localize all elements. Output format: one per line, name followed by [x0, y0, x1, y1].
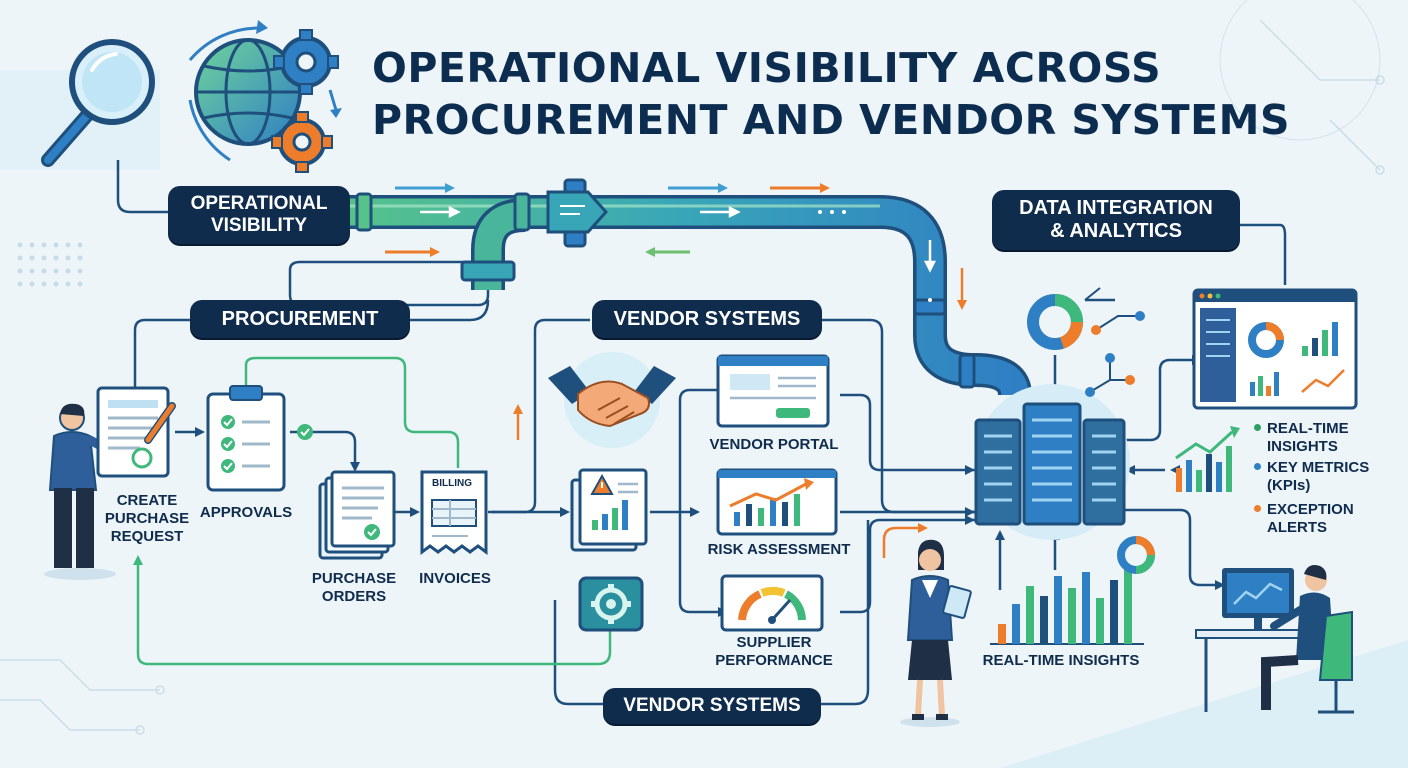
approvals-label: APPROVALS [199, 504, 293, 521]
supplier-performance-line-1: SUPPLIER [736, 634, 812, 651]
legend-dot-orange [1254, 504, 1261, 512]
invoice-billing-icon [420, 470, 488, 555]
vendor-systems-badge-bottom: VENDOR SYSTEMS [603, 688, 821, 724]
data-pipeline [345, 178, 1032, 397]
legend-dot-green [1254, 423, 1261, 431]
create-request-line-1: CREATE [116, 492, 178, 509]
real-time-bar-chart-icon [990, 566, 1144, 645]
legend-key-metrics-line-1: KEY METRICS [1267, 459, 1370, 476]
small-donut-icon [1117, 536, 1155, 574]
purchase-orders-icon [318, 470, 396, 560]
vendor-portal-label: VENDOR PORTAL [709, 436, 839, 453]
magnifier-icon [41, 39, 155, 167]
legend-dot-blue [1254, 462, 1261, 470]
globe-gears-icon [188, 20, 342, 173]
title-line-1: OPERATIONAL VISIBILITY ACROSS [372, 44, 1162, 92]
handshake-icon [548, 352, 676, 448]
settings-gear-icon [578, 576, 644, 632]
operational-visibility-line-1: OPERATIONAL [190, 193, 328, 215]
create-request-label: CREATE PURCHASE REQUEST [92, 492, 202, 546]
person-analyst [900, 539, 972, 727]
approvals-clipboard-icon [206, 385, 286, 492]
vendor-portal-window-icon [716, 354, 830, 428]
title-line-2: PROCUREMENT AND VENDOR SYSTEMS [372, 96, 1290, 144]
page-title: OPERATIONAL VISIBILITY ACROSS PROCUREMEN… [372, 42, 1372, 146]
risk-assessment-chart-icon [716, 468, 838, 536]
procurement-badge: PROCUREMENT [190, 300, 410, 338]
legend-real-time-line-1: REAL-TIME [1267, 420, 1349, 437]
vendor-systems-badge-top: VENDOR SYSTEMS [592, 300, 822, 338]
legend-real-time-line-2: INSIGHTS [1267, 438, 1338, 455]
invoices-label: INVOICES [419, 570, 491, 587]
legend-item-exception-alerts: EXCEPTION ALERTS [1254, 501, 1404, 537]
donut-chart-icon [1027, 294, 1084, 350]
legend-item-key-metrics: KEY METRICS (KPIs) [1254, 459, 1404, 495]
legend-key-metrics-line-2: (KPIs) [1267, 477, 1311, 494]
legend-item-real-time-insights: REAL-TIME INSIGHTS [1254, 420, 1404, 456]
purchase-orders-label: PURCHASE ORDERS [304, 570, 404, 606]
legend-exception-line-2: ALERTS [1267, 519, 1327, 536]
server-hub-icon [974, 384, 1130, 540]
orange-arrows [513, 268, 967, 558]
feedback-loops [136, 356, 612, 666]
check-dot-icon [297, 424, 313, 440]
analytics-dashboard-icon [1192, 288, 1358, 410]
data-integration-line-2: & ANALYTICS [1050, 220, 1182, 242]
vendor-report-alert-icon [570, 468, 648, 552]
purchase-orders-line-1: PURCHASE [311, 570, 397, 587]
purchase-request-doc-icon [96, 386, 176, 478]
supplier-performance-gauge-icon [720, 574, 824, 632]
create-request-line-3: REQUEST [110, 528, 184, 545]
billing-tag: BILLING [432, 478, 472, 489]
risk-assessment-label: RISK ASSESSMENT [707, 541, 851, 558]
kpi-trend-chart-icon [1175, 426, 1240, 492]
operational-visibility-line-2: VISIBILITY [210, 215, 308, 236]
pipe-flow-arrows [385, 183, 830, 257]
connector-kpi-arrow [1125, 465, 1135, 475]
legend-exception-line-1: EXCEPTION [1267, 501, 1354, 518]
data-integration-badge: DATA INTEGRATION & ANALYTICS [992, 190, 1240, 250]
purchase-orders-line-2: ORDERS [321, 588, 387, 605]
supplier-performance-line-2: PERFORMANCE [715, 652, 833, 669]
create-request-line-2: PURCHASE [104, 510, 190, 527]
supplier-performance-label: SUPPLIER PERFORMANCE [712, 634, 836, 670]
person-at-workstation [1195, 565, 1354, 714]
operational-visibility-badge: OPERATIONAL VISIBILITY [168, 186, 350, 244]
real-time-insights-label: REAL-TIME INSIGHTS [982, 652, 1140, 669]
data-integration-line-1: DATA INTEGRATION [1019, 197, 1213, 219]
